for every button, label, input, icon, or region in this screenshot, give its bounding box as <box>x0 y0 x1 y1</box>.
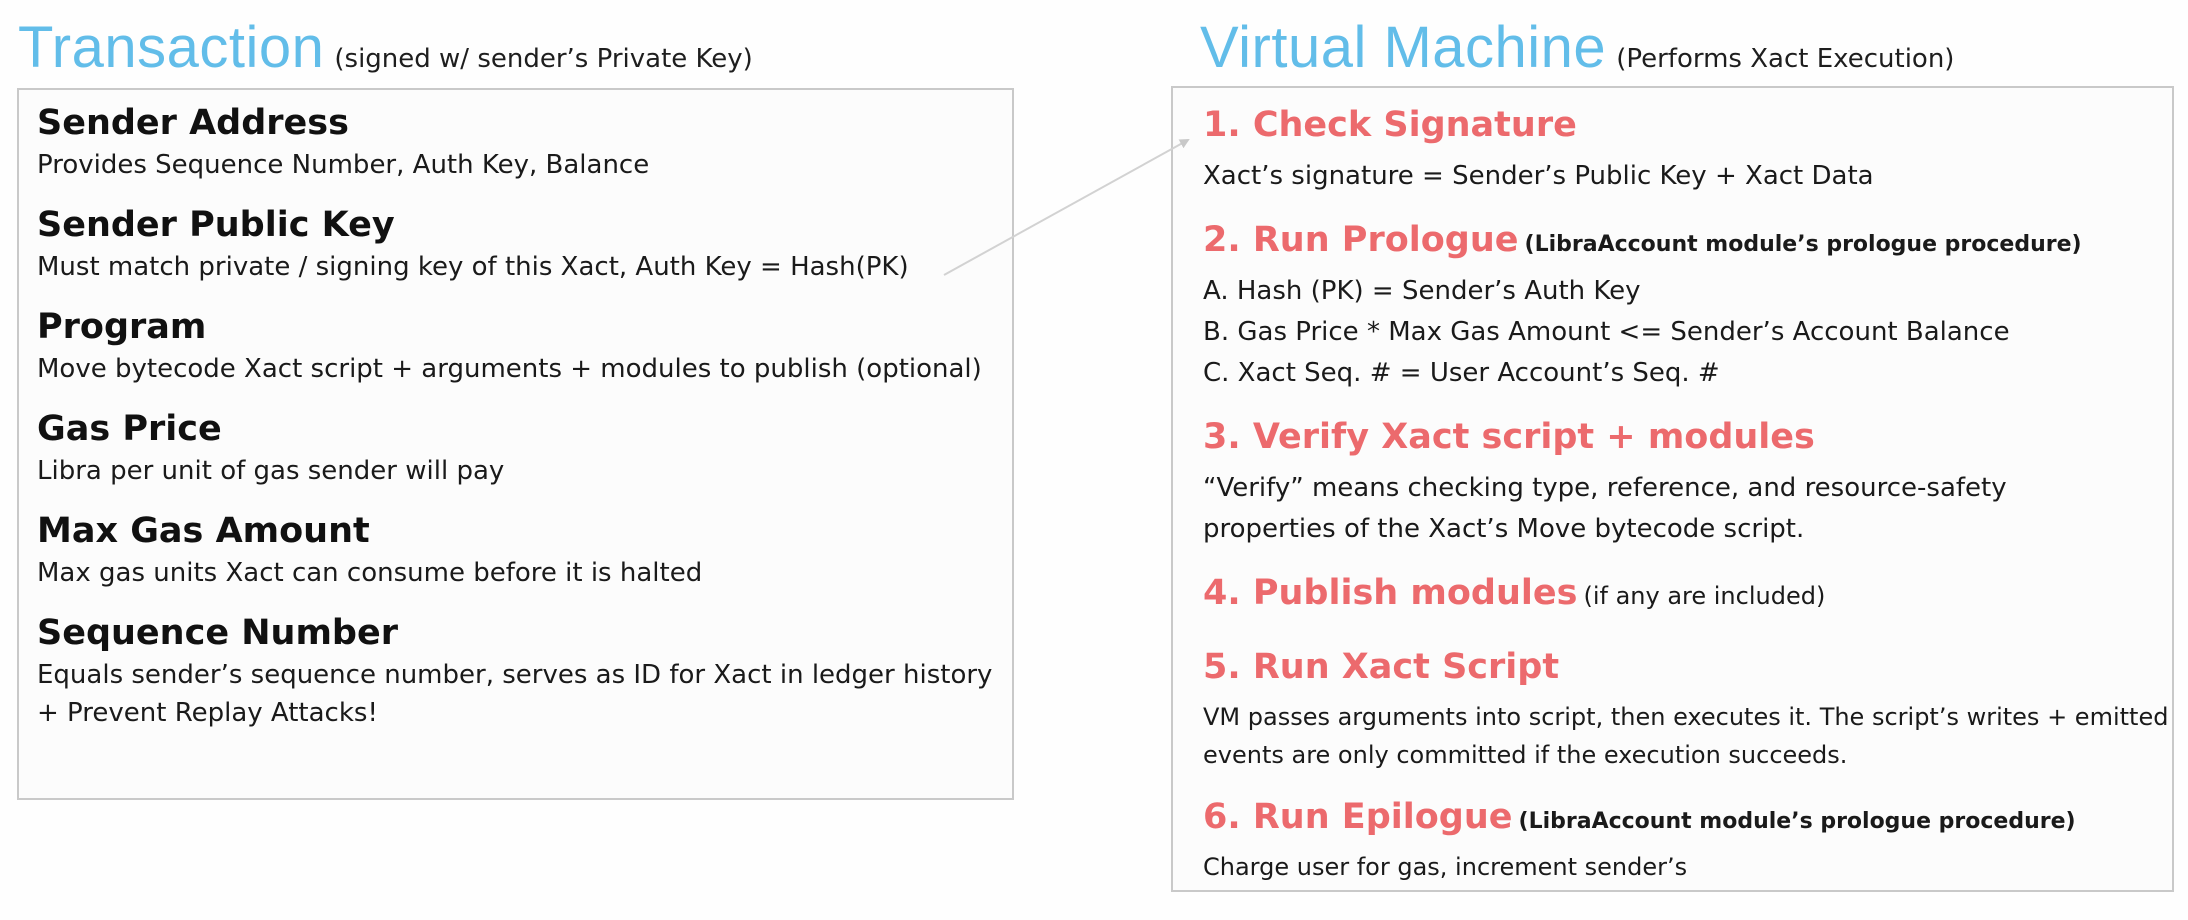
tx-field-title: Program <box>37 307 207 347</box>
tx-field-desc: Equals sender’s sequence number, serves … <box>37 660 993 690</box>
vm-subtitle: (Performs Xact Execution) <box>1616 44 1955 74</box>
vm-step-note: (LibraAccount module’s prologue procedur… <box>1524 232 2082 257</box>
tx-field-desc: Must match private / signing key of this… <box>37 252 909 282</box>
vm-step-line: B. Gas Price * Max Gas Amount <= Sender’… <box>1203 317 2010 347</box>
vm-step-note: (if any are included) <box>1583 582 1826 610</box>
vm-step-check-signature: 1. Check Signature Xact’s signature = Se… <box>1203 100 2172 197</box>
vm-step-run-script: 5. Run Xact Script VM passes arguments i… <box>1203 642 2172 774</box>
tx-field-sender-address: Sender Address Provides Sequence Number,… <box>37 100 1012 184</box>
tx-field-program: Program Move bytecode Xact script + argu… <box>37 304 1012 388</box>
vm-step-line: A. Hash (PK) = Sender’s Auth Key <box>1203 276 1641 306</box>
transaction-heading: Transaction (signed w/ sender’s Private K… <box>18 14 753 81</box>
vm-step-run-epilogue: 6. Run Epilogue(LibraAccount module’s pr… <box>1203 792 2172 886</box>
vm-step-line: C. Xact Seq. # = User Account’s Seq. # <box>1203 358 1720 388</box>
vm-step-title: 2. Run Prologue <box>1203 220 1519 260</box>
tx-field-title: Max Gas Amount <box>37 511 370 551</box>
tx-field-sender-public-key: Sender Public Key Must match private / s… <box>37 202 1012 286</box>
vm-step-title: 6. Run Epilogue <box>1203 797 1513 837</box>
vm-step-line: Xact’s signature = Sender’s Public Key +… <box>1203 161 1874 191</box>
tx-field-title: Sender Public Key <box>37 205 395 245</box>
transaction-panel: Sender Address Provides Sequence Number,… <box>17 88 1014 800</box>
transaction-subtitle: (signed w/ sender’s Private Key) <box>334 44 753 74</box>
vm-heading: Virtual Machine (Performs Xact Execution) <box>1200 14 1954 81</box>
tx-field-desc: Move bytecode Xact script + arguments + … <box>37 354 982 384</box>
tx-field-gas-price: Gas Price Libra per unit of gas sender w… <box>37 406 1012 490</box>
tx-field-desc: Max gas units Xact can consume before it… <box>37 558 703 588</box>
vm-step-title: 5. Run Xact Script <box>1203 647 1560 687</box>
tx-field-title: Sequence Number <box>37 613 398 653</box>
vm-step-line: properties of the Xact’s Move bytecode s… <box>1203 514 1805 544</box>
vm-step-line: “Verify” means checking type, reference,… <box>1203 473 2007 503</box>
transaction-title: Transaction <box>18 15 325 80</box>
vm-step-title: 3. Verify Xact script + modules <box>1203 417 1815 457</box>
tx-field-title: Sender Address <box>37 103 349 143</box>
tx-field-title: Gas Price <box>37 409 222 449</box>
vm-title: Virtual Machine <box>1200 15 1607 80</box>
tx-field-desc: Libra per unit of gas sender will pay <box>37 456 505 486</box>
vm-step-line: events are only committed if the executi… <box>1203 741 1848 769</box>
tx-field-max-gas-amount: Max Gas Amount Max gas units Xact can co… <box>37 508 1012 592</box>
tx-field-desc: + Prevent Replay Attacks! <box>37 698 378 728</box>
vm-panel: 1. Check Signature Xact’s signature = Se… <box>1171 86 2174 892</box>
vm-step-note: (LibraAccount module’s prologue procedur… <box>1518 809 2076 834</box>
vm-step-verify: 3. Verify Xact script + modules “Verify”… <box>1203 412 2172 550</box>
tx-field-desc: Provides Sequence Number, Auth Key, Bala… <box>37 150 650 180</box>
vm-step-title: 4. Publish modules <box>1203 573 1578 613</box>
vm-step-title: 1. Check Signature <box>1203 105 1577 145</box>
tx-field-sequence-number: Sequence Number Equals sender’s sequence… <box>37 610 1012 732</box>
vm-step-run-prologue: 2. Run Prologue(LibraAccount module’s pr… <box>1203 215 2172 394</box>
vm-step-line: VM passes arguments into script, then ex… <box>1203 703 2169 731</box>
vm-step-publish-modules: 4. Publish modules(if any are included) <box>1203 568 2172 624</box>
vm-step-line: Charge user for gas, increment sender’s <box>1203 853 1688 881</box>
